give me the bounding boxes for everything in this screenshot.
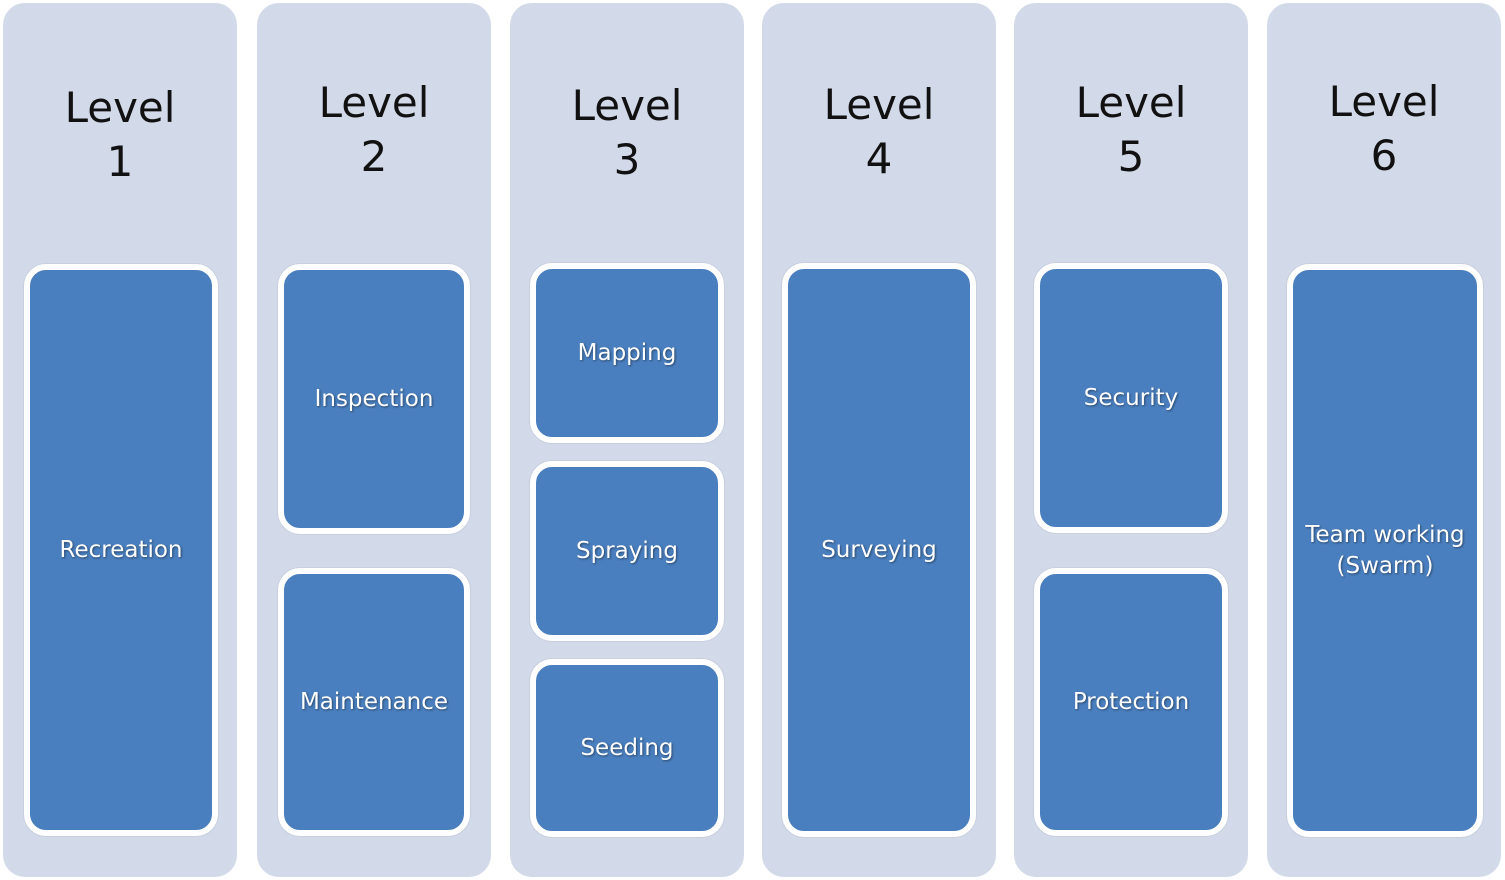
- item-team-working-swarm: Team working (Swarm): [1287, 264, 1483, 837]
- level-5-column: Level 5 Security Protection: [1014, 3, 1248, 877]
- level-1-column: Level 1 Recreation: [3, 3, 237, 877]
- level-4-column: Level 4 Surveying: [762, 3, 996, 877]
- level-6-column: Level 6 Team working (Swarm): [1267, 3, 1501, 877]
- level-word: Level: [823, 80, 935, 129]
- item-security: Security: [1034, 263, 1228, 533]
- level-word: Level: [1075, 78, 1187, 127]
- item-protection: Protection: [1034, 568, 1228, 836]
- item-label: Spraying: [576, 537, 678, 564]
- item-spraying: Spraying: [530, 461, 724, 641]
- item-label: Recreation: [59, 536, 183, 563]
- level-number: 2: [360, 132, 388, 181]
- item-recreation: Recreation: [24, 264, 218, 836]
- level-4-title: Level 4: [762, 78, 996, 186]
- level-word: Level: [318, 78, 430, 127]
- item-label: Maintenance: [299, 688, 449, 715]
- item-label: Seeding: [580, 734, 674, 761]
- item-label: Protection: [1072, 688, 1190, 715]
- level-3-title: Level 3: [510, 79, 744, 187]
- item-label: Surveying: [821, 536, 937, 563]
- level-1-title: Level 1: [3, 81, 237, 189]
- level-2-title: Level 2: [257, 76, 491, 184]
- level-3-column: Level 3 Mapping Spraying Seeding: [510, 3, 744, 877]
- item-label: Inspection: [314, 385, 434, 412]
- level-number: 1: [106, 137, 134, 186]
- level-number: 3: [613, 135, 641, 184]
- item-surveying: Surveying: [782, 263, 976, 837]
- level-number: 6: [1370, 131, 1398, 180]
- level-6-title: Level 6: [1267, 75, 1501, 183]
- level-number: 4: [865, 134, 893, 183]
- level-2-column: Level 2 Inspection Maintenance: [257, 3, 491, 877]
- item-label: Team working (Swarm): [1305, 521, 1465, 579]
- item-inspection: Inspection: [278, 264, 470, 534]
- level-word: Level: [1328, 77, 1440, 126]
- level-5-title: Level 5: [1014, 76, 1248, 184]
- item-seeding: Seeding: [530, 659, 724, 837]
- item-maintenance: Maintenance: [278, 568, 470, 836]
- level-word: Level: [571, 81, 683, 130]
- item-mapping: Mapping: [530, 263, 724, 443]
- level-word: Level: [64, 83, 176, 132]
- item-label: Mapping: [577, 339, 677, 366]
- item-label: Security: [1083, 384, 1179, 411]
- level-number: 5: [1117, 132, 1145, 181]
